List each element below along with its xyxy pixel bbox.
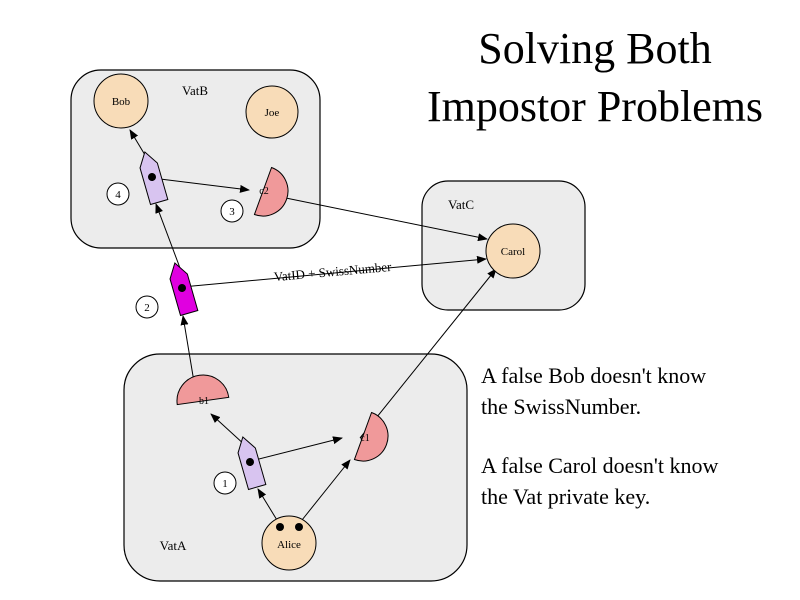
edge-forwarder4-to-c2 — [151, 177, 250, 193]
edge-c1-to-carol — [359, 268, 497, 439]
edge-alice-to-c1 — [297, 459, 351, 526]
c1-proxy — [353, 411, 389, 462]
joe-label: Joe — [265, 107, 280, 119]
step-2-label: 2 — [144, 302, 150, 314]
forwarder-step1-dot — [246, 458, 254, 466]
forwarder-step4 — [139, 151, 169, 206]
step-1-label: 1 — [222, 478, 228, 490]
forwarder-step2 — [169, 262, 199, 317]
c1-label: c1 — [360, 433, 369, 444]
joe-object — [245, 85, 299, 139]
vat-b-label: VatB — [182, 83, 208, 98]
step-1-marker — [213, 471, 237, 495]
edge-vatid-swissnumber — [181, 255, 487, 288]
forwarder-step4-dot — [148, 173, 156, 181]
false-carol-note-line2: the Vat private key. — [481, 484, 651, 509]
step-4-label: 4 — [115, 189, 121, 201]
alice-ref-dot-left — [276, 523, 284, 531]
slide-title-line1: Solving Both — [478, 24, 712, 73]
vat-a-label: VatA — [160, 538, 187, 553]
forwarder-step1 — [237, 436, 267, 491]
alice-label: Alice — [277, 539, 301, 551]
edge-forwarder2-to-forwarder4 — [155, 203, 181, 269]
edge-forwarder1-to-c1 — [250, 436, 343, 462]
vat-c-label: VatC — [448, 197, 474, 212]
false-bob-note-line2: the SwissNumber. — [481, 394, 642, 419]
b1-label: b1 — [199, 396, 209, 407]
edge-c2-to-carol — [275, 195, 488, 242]
step-4-marker — [106, 182, 130, 206]
c2-proxy — [253, 166, 289, 217]
c2-label: c2 — [259, 186, 268, 197]
alice-object — [261, 515, 317, 571]
slide-title-line2: Impostor Problems — [426, 82, 764, 131]
false-bob-note-line1: A false Bob doesn't know — [481, 363, 707, 388]
false-carol-note-line1: A false Carol doesn't know — [481, 453, 719, 478]
step-2-marker — [135, 295, 159, 319]
b1-proxy — [176, 374, 230, 406]
bob-object — [93, 73, 149, 129]
bob-label: Bob — [112, 96, 131, 108]
carol-object — [485, 223, 541, 279]
step-3-label: 3 — [229, 206, 235, 218]
vatid-swissnumber-label: VatID + SwissNumber — [273, 259, 392, 284]
alice-ref-dot-right — [295, 523, 303, 531]
edge-b1-to-forwarder2 — [180, 315, 195, 383]
edge-forwarder1-to-b1 — [210, 413, 247, 447]
vat-a-box — [123, 353, 468, 582]
carol-label: Carol — [501, 246, 525, 258]
forwarder-step2-dot — [178, 284, 186, 292]
step-3-marker — [220, 199, 244, 223]
